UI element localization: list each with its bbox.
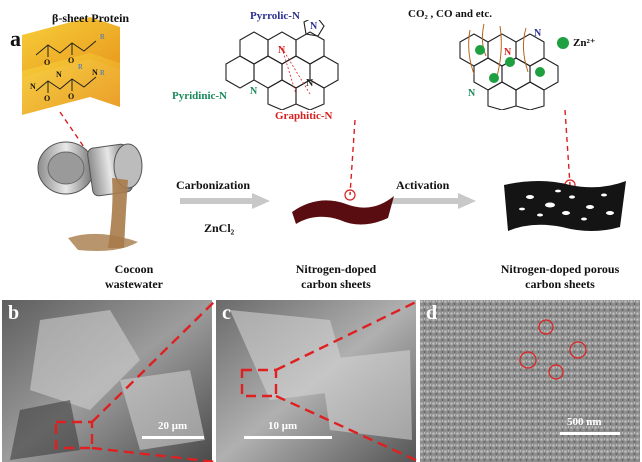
cocoon-caption-line2: wastewater [105, 277, 163, 291]
svg-text:R: R [100, 69, 105, 77]
npcs-caption-line2: carbon sheets [525, 277, 595, 291]
svg-text:N: N [30, 82, 36, 91]
ncs-caption-line2: carbon sheets [301, 277, 371, 291]
svg-text:O: O [44, 58, 50, 67]
panel-d-scale-bar [560, 432, 620, 435]
carbonization-label: Carbonization [176, 178, 251, 192]
n-doped-graphene-structure: N N N N [225, 20, 339, 110]
panel-b-letter: b [8, 302, 20, 324]
beta-sheet-protein-illustration: O O O O N N N R R R [22, 17, 120, 115]
svg-text:N: N [92, 68, 98, 77]
ncs-caption: Nitrogen-doped carbon sheets [276, 262, 396, 292]
svg-text:N: N [310, 21, 318, 32]
n-doped-carbon-sheet [292, 196, 394, 225]
activated-n-doped-structure: N N N [459, 23, 559, 110]
cocoon-caption: Cocoon wastewater [94, 262, 174, 292]
svg-text:N: N [278, 45, 286, 56]
pyrrolic-n-label: Pyrrolic-N [250, 10, 300, 22]
cocoon-wastewater-bucket [37, 141, 143, 251]
svg-text:N: N [250, 86, 258, 97]
activation-label: Activation [396, 178, 450, 192]
svg-text:N: N [306, 78, 314, 89]
panel-d-scale-label: 500 nm [567, 416, 602, 428]
carbonization-arrow [180, 193, 270, 209]
ncs-caption-line1: Nitrogen-doped [295, 262, 377, 276]
gases-label: CO₂ , CO and etc. [408, 8, 492, 20]
panel-d-letter: d [426, 302, 438, 324]
panel-b-scale-label: 20 μm [158, 420, 188, 432]
svg-text:N: N [56, 70, 62, 79]
zncl2-label: ZnCl₂ [204, 221, 235, 235]
graphitic-n-label: Graphitic-N [275, 110, 333, 122]
activation-arrow [392, 193, 476, 209]
svg-text:O: O [68, 92, 74, 101]
svg-text:N: N [534, 28, 542, 39]
svg-text:R: R [100, 33, 105, 41]
npcs-caption-line1: Nitrogen-doped porous [500, 262, 620, 276]
pyridinic-n-label: Pyridinic-N [172, 90, 227, 102]
panel-a-letter: a [10, 26, 21, 51]
zinc-ion-icon [557, 37, 569, 49]
svg-text:O: O [44, 94, 50, 103]
porous-carbon-sheet [504, 181, 626, 231]
cocoon-caption-line1: Cocoon [114, 262, 154, 276]
panel-c-scale-label: 10 μm [268, 420, 298, 432]
panel-b-scale-bar [142, 436, 204, 439]
svg-text:R: R [78, 63, 83, 71]
sem-panels [2, 300, 640, 462]
svg-text:O: O [68, 56, 74, 65]
panel-c-scale-bar [244, 436, 332, 439]
panel-c-letter: c [222, 302, 231, 324]
beta-sheet-protein-label: β-sheet Protein [52, 11, 130, 25]
svg-text:N: N [504, 47, 512, 58]
zinc-ion-label: Zn²⁺ [573, 37, 596, 49]
svg-text:N: N [468, 88, 476, 99]
npcs-caption: Nitrogen-doped porous carbon sheets [480, 262, 640, 292]
